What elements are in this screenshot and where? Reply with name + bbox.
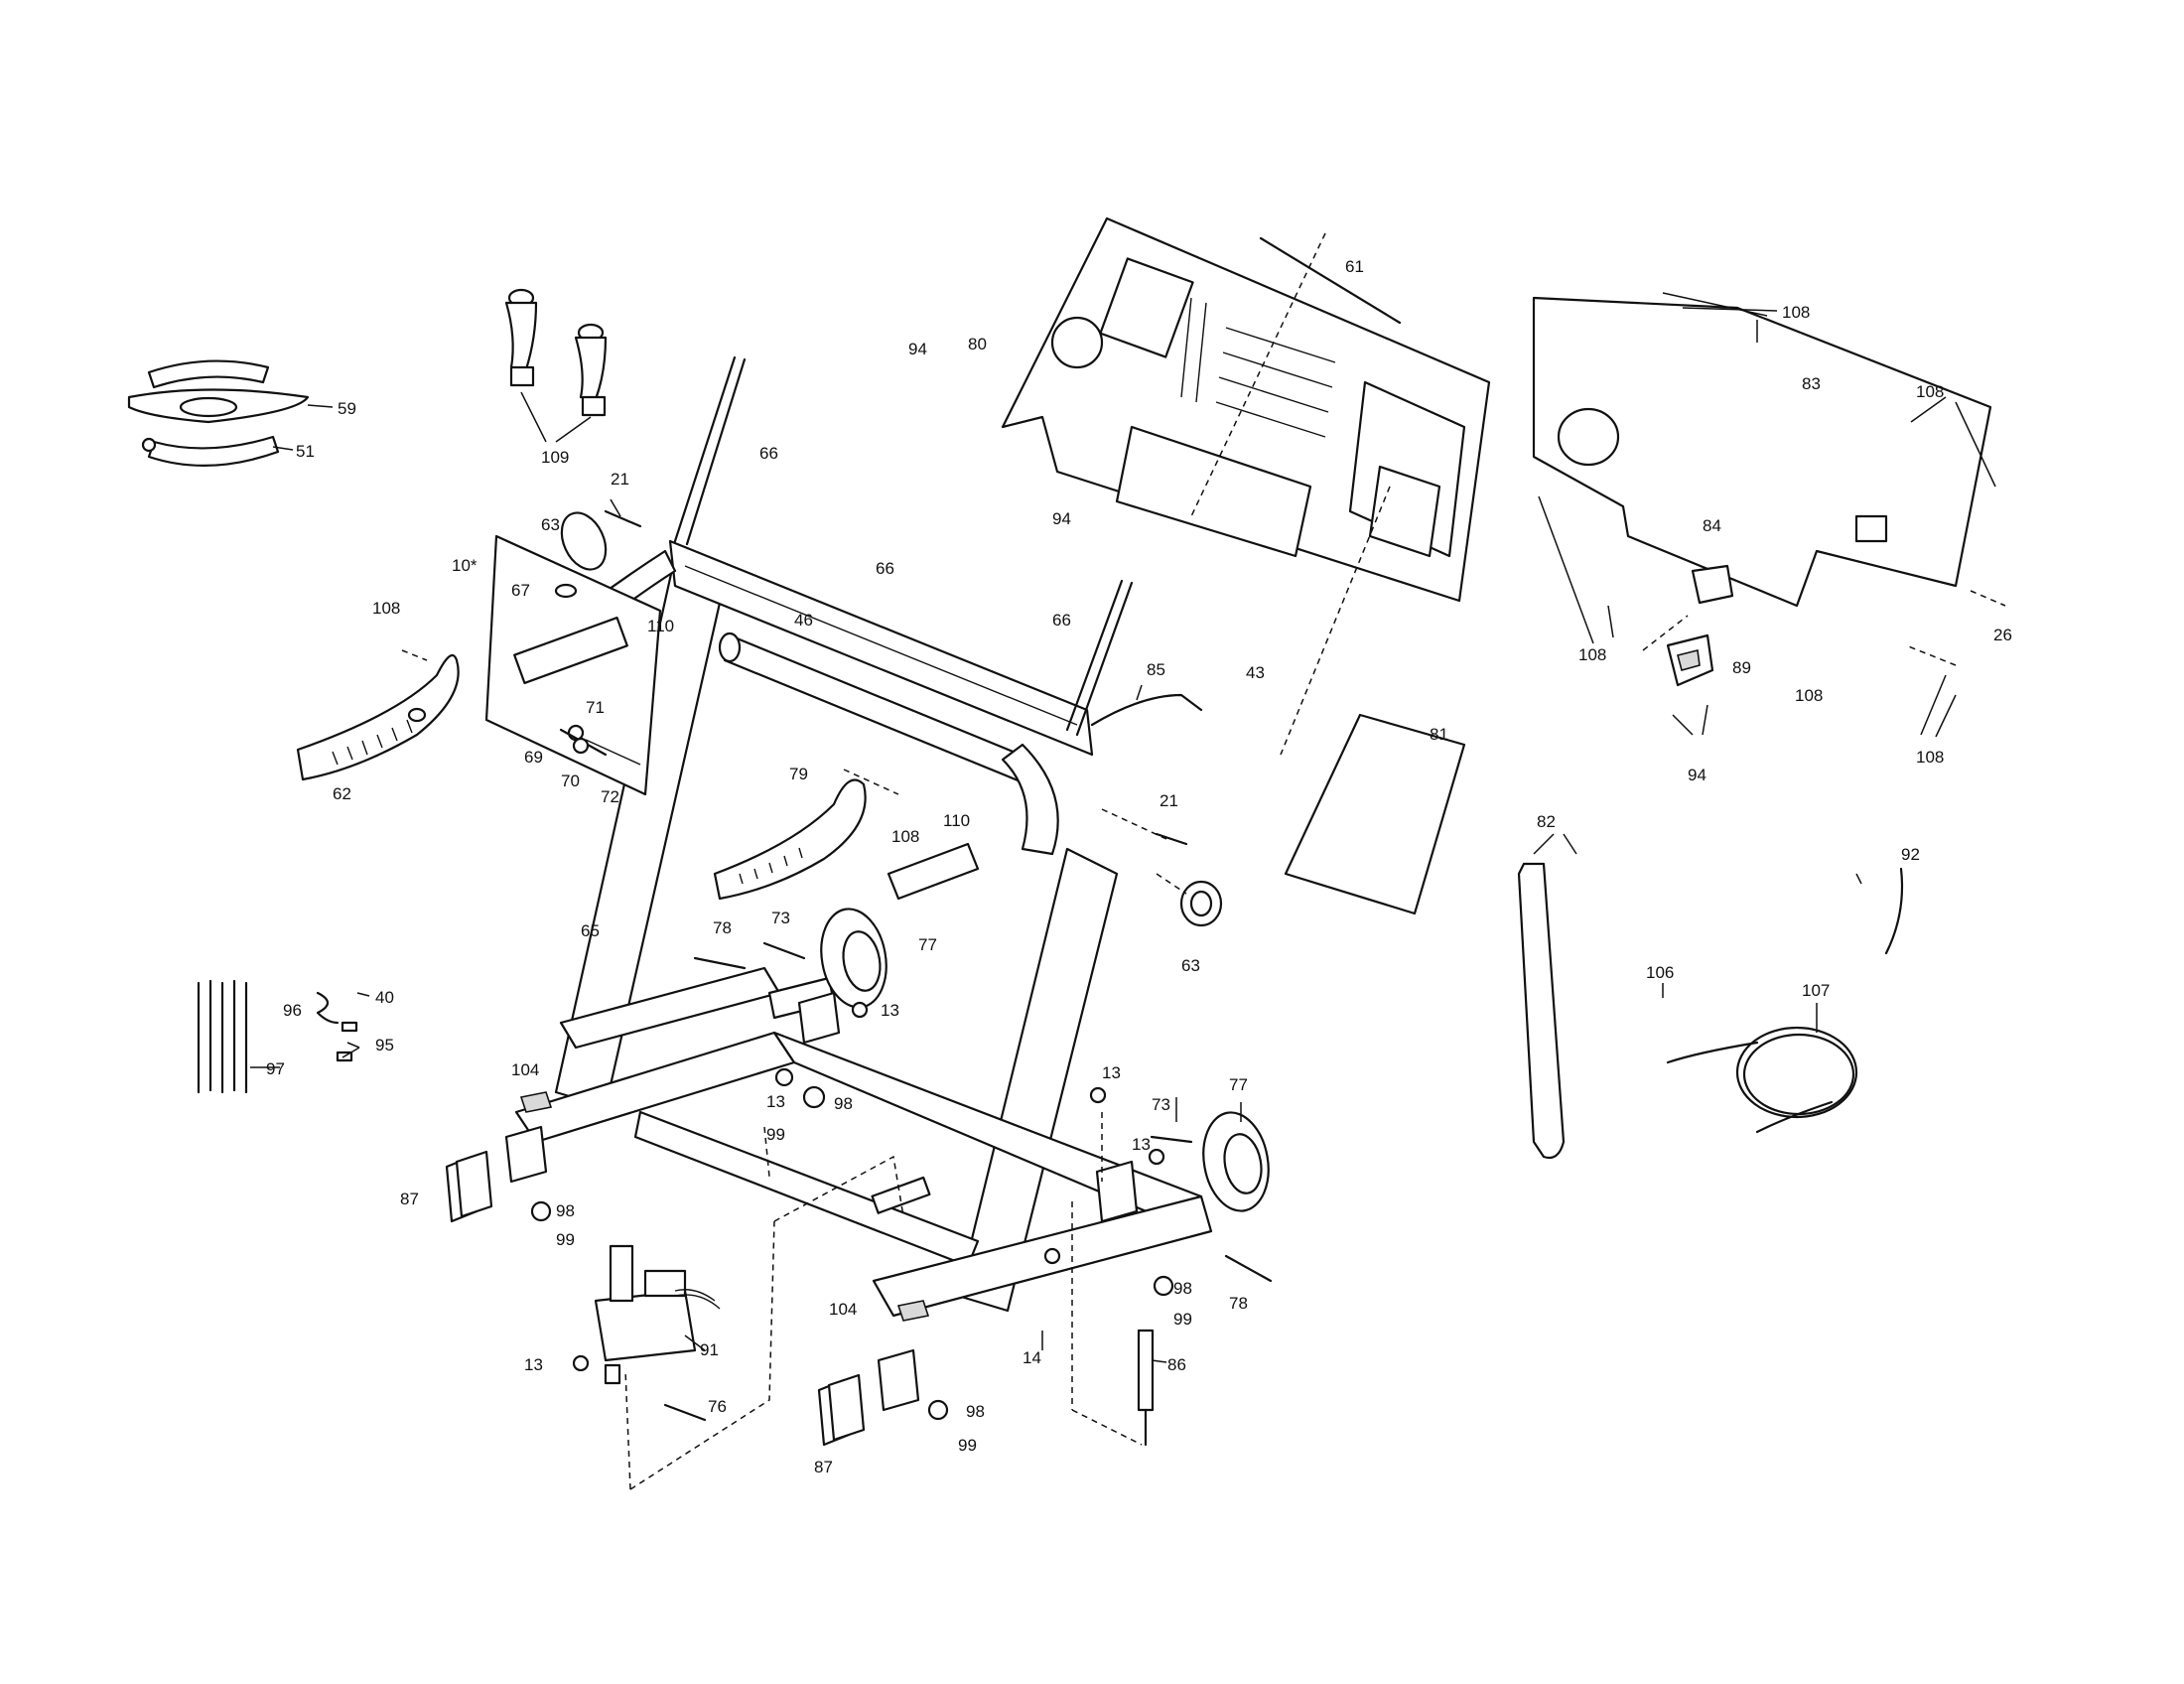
callout-label: 69 [524, 748, 543, 767]
callout-label: 10* [452, 556, 478, 575]
callout-label: 71 [586, 698, 605, 717]
callout-label: 85 [1147, 660, 1165, 679]
callout-labels: 59 51 109 21 63 10* 67 108 110 71 69 70 … [266, 257, 2012, 1476]
callout-label: 21 [611, 470, 629, 489]
callout-label: 21 [1160, 791, 1178, 810]
motor-hood-plate [1284, 713, 1466, 915]
strap-assembly [127, 359, 310, 467]
gas-spring [1137, 1329, 1155, 1447]
frame-assembly [504, 539, 1213, 1412]
callout-label: 73 [1152, 1095, 1170, 1114]
callout-label: 108 [1795, 686, 1823, 705]
callout-label: 76 [708, 1397, 727, 1416]
callout-label: 77 [918, 935, 937, 954]
callout-label: 13 [766, 1092, 785, 1111]
callout-label: 78 [1229, 1294, 1248, 1313]
callout-label: 104 [511, 1060, 539, 1079]
callout-label: 13 [1102, 1063, 1121, 1082]
callout-label: 108 [1916, 748, 1944, 767]
hand-grips [504, 288, 608, 417]
callout-label: 77 [1229, 1075, 1248, 1094]
callout-label: 108 [1578, 645, 1606, 664]
belt-strap [1517, 862, 1566, 1160]
callout-label: 108 [1916, 382, 1944, 401]
callout-label: 82 [1537, 812, 1556, 831]
callout-label: 98 [834, 1094, 853, 1113]
callout-label: 104 [829, 1300, 857, 1319]
callout-label: 99 [556, 1230, 575, 1249]
callout-label: 86 [1167, 1355, 1186, 1374]
callout-label: 61 [1345, 257, 1364, 276]
callout-label: 72 [601, 787, 619, 806]
callout-label: 91 [700, 1340, 719, 1359]
callout-label: 80 [968, 335, 987, 353]
callout-label: 95 [375, 1036, 394, 1054]
callout-label: 106 [1646, 963, 1674, 982]
decal-panel [484, 534, 662, 796]
feet-pads [445, 1091, 930, 1447]
callout-label: 87 [814, 1458, 833, 1476]
handrail-cover-right [713, 778, 867, 901]
callout-label: 70 [561, 772, 580, 790]
callout-label: 99 [958, 1436, 977, 1455]
callout-label: 40 [375, 988, 394, 1007]
callout-label: 108 [1782, 303, 1810, 322]
callout-label: 96 [283, 1001, 302, 1020]
callout-label: 66 [1052, 611, 1071, 630]
callout-label: 13 [1132, 1135, 1151, 1154]
rear-shroud [1532, 296, 1992, 608]
callout-label: 65 [581, 921, 600, 940]
callout-label: 98 [1173, 1279, 1192, 1298]
lift-motor [594, 1244, 721, 1385]
wire-92 [1884, 867, 1904, 955]
callout-label: 67 [511, 581, 530, 600]
callout-label: 66 [759, 444, 778, 463]
callout-label: 109 [541, 448, 569, 467]
callout-label: 81 [1430, 725, 1448, 744]
hardware-bolts [530, 509, 1273, 1422]
callout-label: 94 [1052, 509, 1071, 528]
callout-label: 63 [541, 515, 560, 534]
callout-label: 46 [794, 611, 813, 630]
callout-label: 87 [400, 1190, 419, 1208]
callout-label: 99 [766, 1125, 785, 1144]
callout-label: 98 [966, 1402, 985, 1421]
callout-label: 62 [333, 784, 351, 803]
callout-label: 108 [372, 599, 400, 618]
callout-label: 97 [266, 1059, 285, 1078]
callout-label: 26 [1993, 626, 2012, 644]
callout-label: 108 [891, 827, 919, 846]
leader-lines [250, 292, 1996, 1363]
wheels [554, 511, 1270, 1212]
callout-label: 78 [713, 918, 732, 937]
callout-label: 59 [338, 399, 356, 418]
callout-label: 79 [789, 765, 808, 783]
assembly-guides [401, 232, 2006, 1490]
callout-label: 94 [1688, 766, 1706, 784]
console-rod [1259, 236, 1402, 325]
callout-label: 98 [556, 1201, 575, 1220]
callout-label: 51 [296, 442, 315, 461]
callout-label: 89 [1732, 658, 1751, 677]
callout-label: 110 [943, 811, 970, 830]
callout-label: 84 [1703, 516, 1721, 535]
handrail-cover-left [296, 653, 460, 781]
callout-label: 99 [1173, 1310, 1192, 1329]
callout-label: 73 [771, 909, 790, 927]
brackets [1666, 564, 1734, 687]
power-cable [1666, 1026, 1858, 1134]
callout-label: 63 [1181, 956, 1200, 975]
callout-label: 94 [908, 340, 927, 358]
callout-label: 92 [1901, 845, 1920, 864]
callout-label: 14 [1023, 1348, 1041, 1367]
callout-label: 13 [524, 1355, 543, 1374]
callout-label: 83 [1802, 374, 1821, 393]
callout-label: 43 [1246, 663, 1265, 682]
callout-label: 110 [647, 617, 674, 635]
console-base [1001, 216, 1491, 603]
callout-label: 107 [1802, 981, 1830, 1000]
callout-label: 66 [876, 559, 894, 578]
callout-label: 13 [881, 1001, 899, 1020]
